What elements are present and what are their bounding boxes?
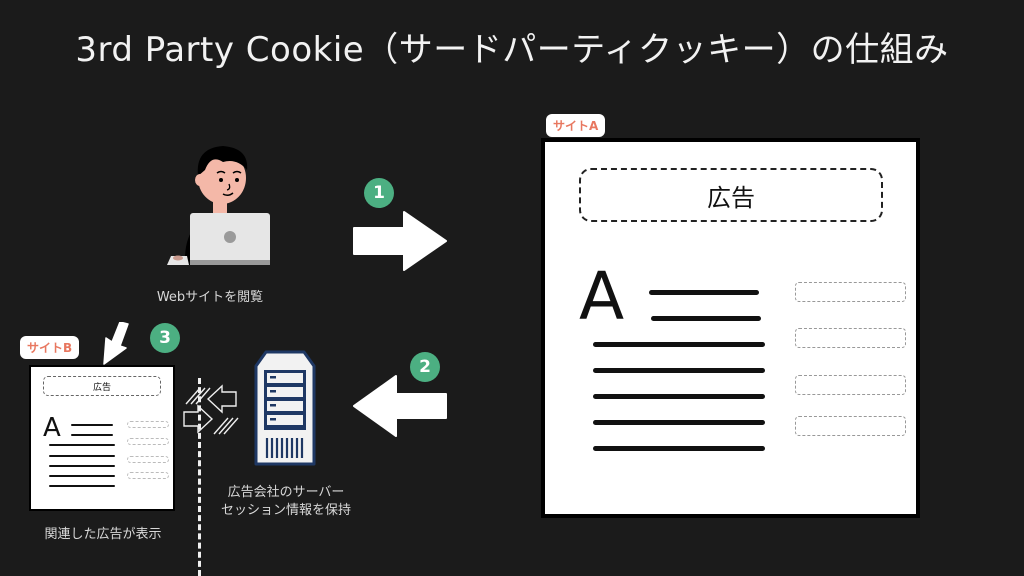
side-ad-slot <box>795 375 906 395</box>
site-b-ad-slot: 広告 <box>43 376 161 396</box>
text-line <box>593 394 765 399</box>
arrow-down-left-icon <box>103 322 129 365</box>
server-caption-line1: 広告会社のサーバー <box>227 485 345 500</box>
side-ad-slot <box>795 416 906 436</box>
side-ad-slot <box>127 421 169 428</box>
site-b-label: サイトB <box>20 336 80 359</box>
server-caption-line2: セッション情報を保持 <box>220 503 351 518</box>
site-a-page: 広告 A <box>541 138 920 518</box>
user-illustration <box>165 140 275 270</box>
site-b-caption: 関連した広告が表示 <box>44 527 162 542</box>
text-line <box>49 485 115 487</box>
server-icon <box>254 350 316 466</box>
arrow-right-icon <box>353 211 447 271</box>
text-line <box>49 455 115 457</box>
text-line <box>593 342 765 347</box>
step-3-badge: 3 <box>150 323 180 353</box>
site-a-ad-slot: 広告 <box>579 168 883 222</box>
server-caption: 広告会社のサーバー セッション情報を保持 <box>196 484 376 520</box>
text-line <box>49 465 115 467</box>
boundary-dashed-line <box>198 378 201 576</box>
text-line <box>593 420 765 425</box>
site-a-label: サイトA <box>546 114 606 137</box>
text-line <box>593 446 765 451</box>
side-ad-slot <box>127 472 169 479</box>
step-1-badge: 1 <box>364 178 394 208</box>
site-b-logo-letter: A <box>43 413 61 443</box>
site-a-logo-letter: A <box>579 258 625 335</box>
step-2-badge: 2 <box>410 352 440 382</box>
text-line <box>49 475 115 477</box>
site-b-page: 広告 A <box>29 365 175 511</box>
text-line <box>49 444 115 446</box>
text-line <box>649 290 759 295</box>
text-line <box>593 368 765 373</box>
text-line <box>651 316 761 321</box>
site-b-ad-label: 広告 <box>92 382 111 393</box>
side-ad-slot <box>795 328 906 348</box>
text-line <box>71 424 113 426</box>
data-exchange-arrows-icon <box>183 384 239 435</box>
side-ad-slot <box>127 438 169 445</box>
text-line <box>71 434 113 436</box>
person-with-laptop-icon <box>167 146 270 265</box>
side-ad-slot <box>795 282 906 302</box>
side-ad-slot <box>127 456 169 463</box>
site-a-ad-label: 広告 <box>707 183 755 212</box>
page-title: 3rd Party Cookie（サードパーティクッキー）の仕組み <box>75 30 949 70</box>
arrow-left-icon <box>353 375 447 437</box>
user-caption: Webサイトを閲覧 <box>156 290 264 305</box>
